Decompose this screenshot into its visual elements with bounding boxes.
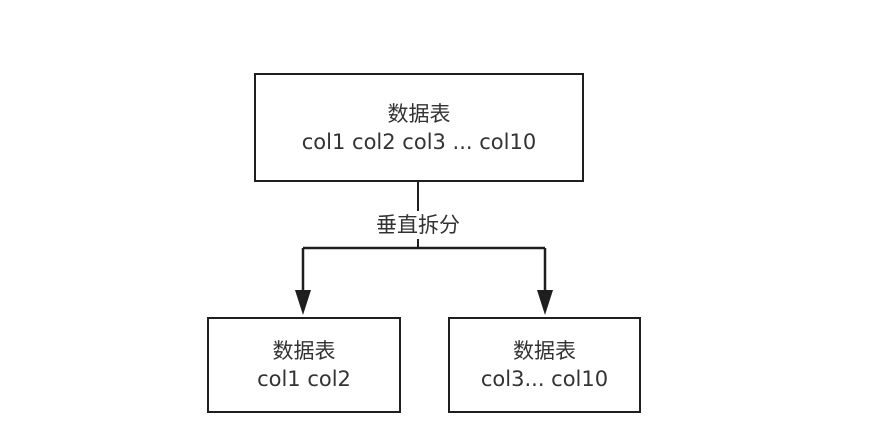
root-table-title: 数据表 <box>387 101 451 126</box>
root-table-columns: col1 col2 col3 ... col10 <box>301 129 537 154</box>
arrowhead-right-icon <box>537 290 553 315</box>
child-left-title: 数据表 <box>272 339 336 363</box>
split-label: 垂直拆分 <box>360 211 476 239</box>
child-left-columns: col1 col2 <box>257 367 351 391</box>
child-right-title: 数据表 <box>513 339 576 363</box>
arrowhead-left-icon <box>295 290 311 315</box>
child-table-node-right: 数据表 col3... col10 <box>448 317 641 413</box>
child-right-columns: col3... col10 <box>480 367 609 391</box>
root-table-node: 数据表 col1 col2 col3 ... col10 <box>254 73 584 182</box>
child-table-node-left: 数据表 col1 col2 <box>207 317 401 413</box>
